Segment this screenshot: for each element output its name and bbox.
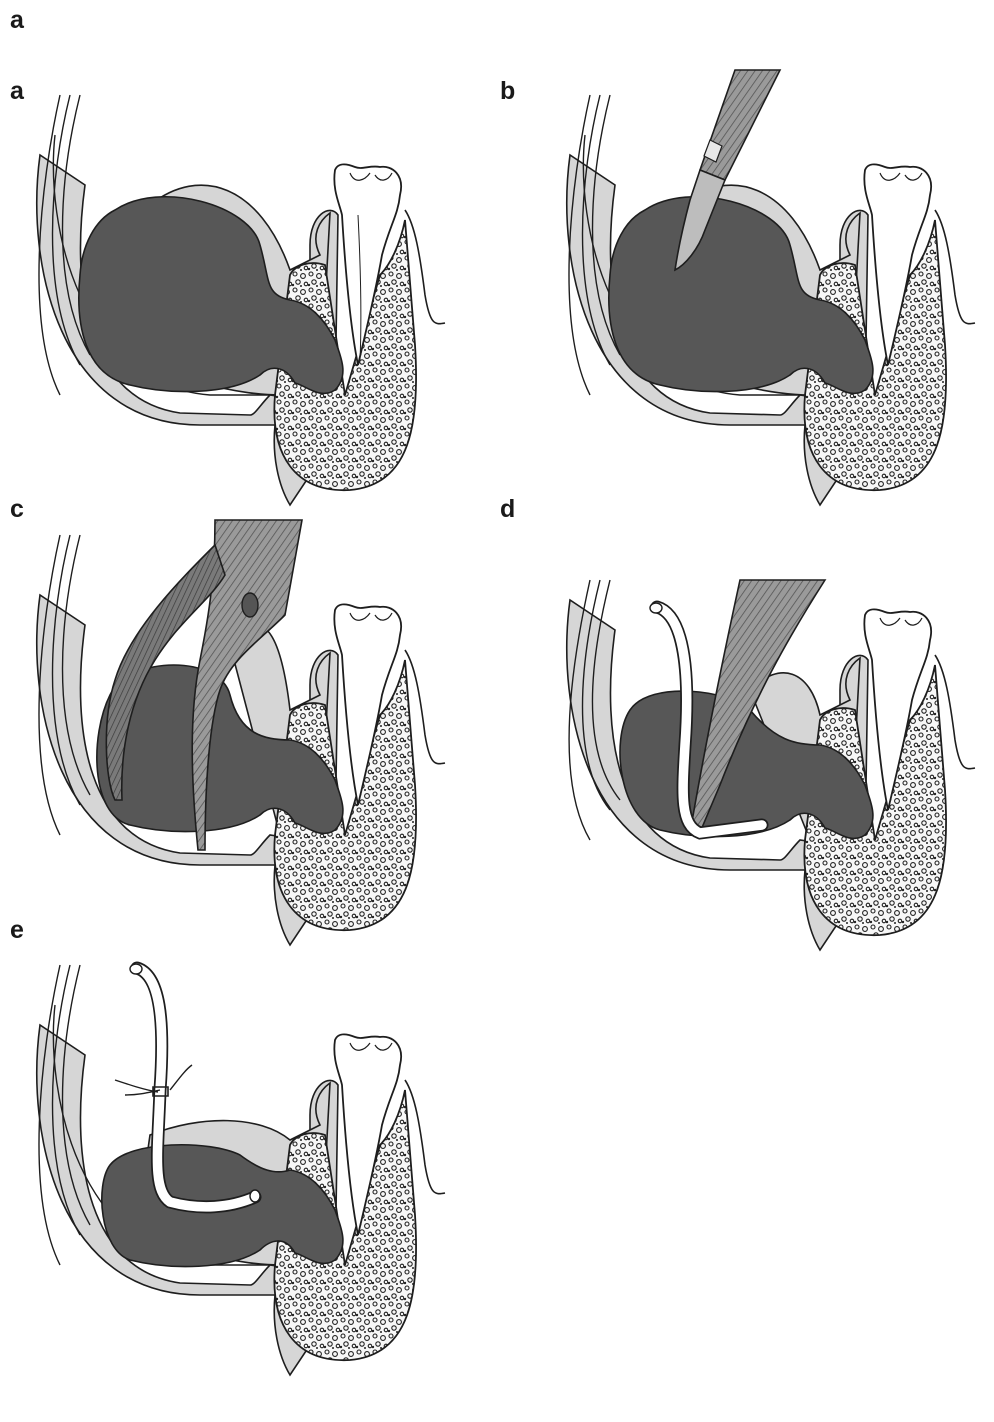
panel-c-illustration <box>20 520 460 940</box>
panel-b <box>550 70 990 515</box>
panel-e-illustration <box>20 940 460 1420</box>
panel-label-b: b <box>500 79 515 104</box>
suture <box>115 1065 192 1096</box>
panel-e <box>20 940 460 1420</box>
figure-caption-letter: a <box>10 8 24 33</box>
panel-a <box>20 95 460 515</box>
panel-c <box>20 520 460 940</box>
panel-b-illustration <box>550 70 990 515</box>
panel-label-d: d <box>500 497 515 522</box>
panel-d-illustration <box>550 575 990 960</box>
panel-a-illustration <box>20 95 460 515</box>
panel-d <box>550 575 990 960</box>
